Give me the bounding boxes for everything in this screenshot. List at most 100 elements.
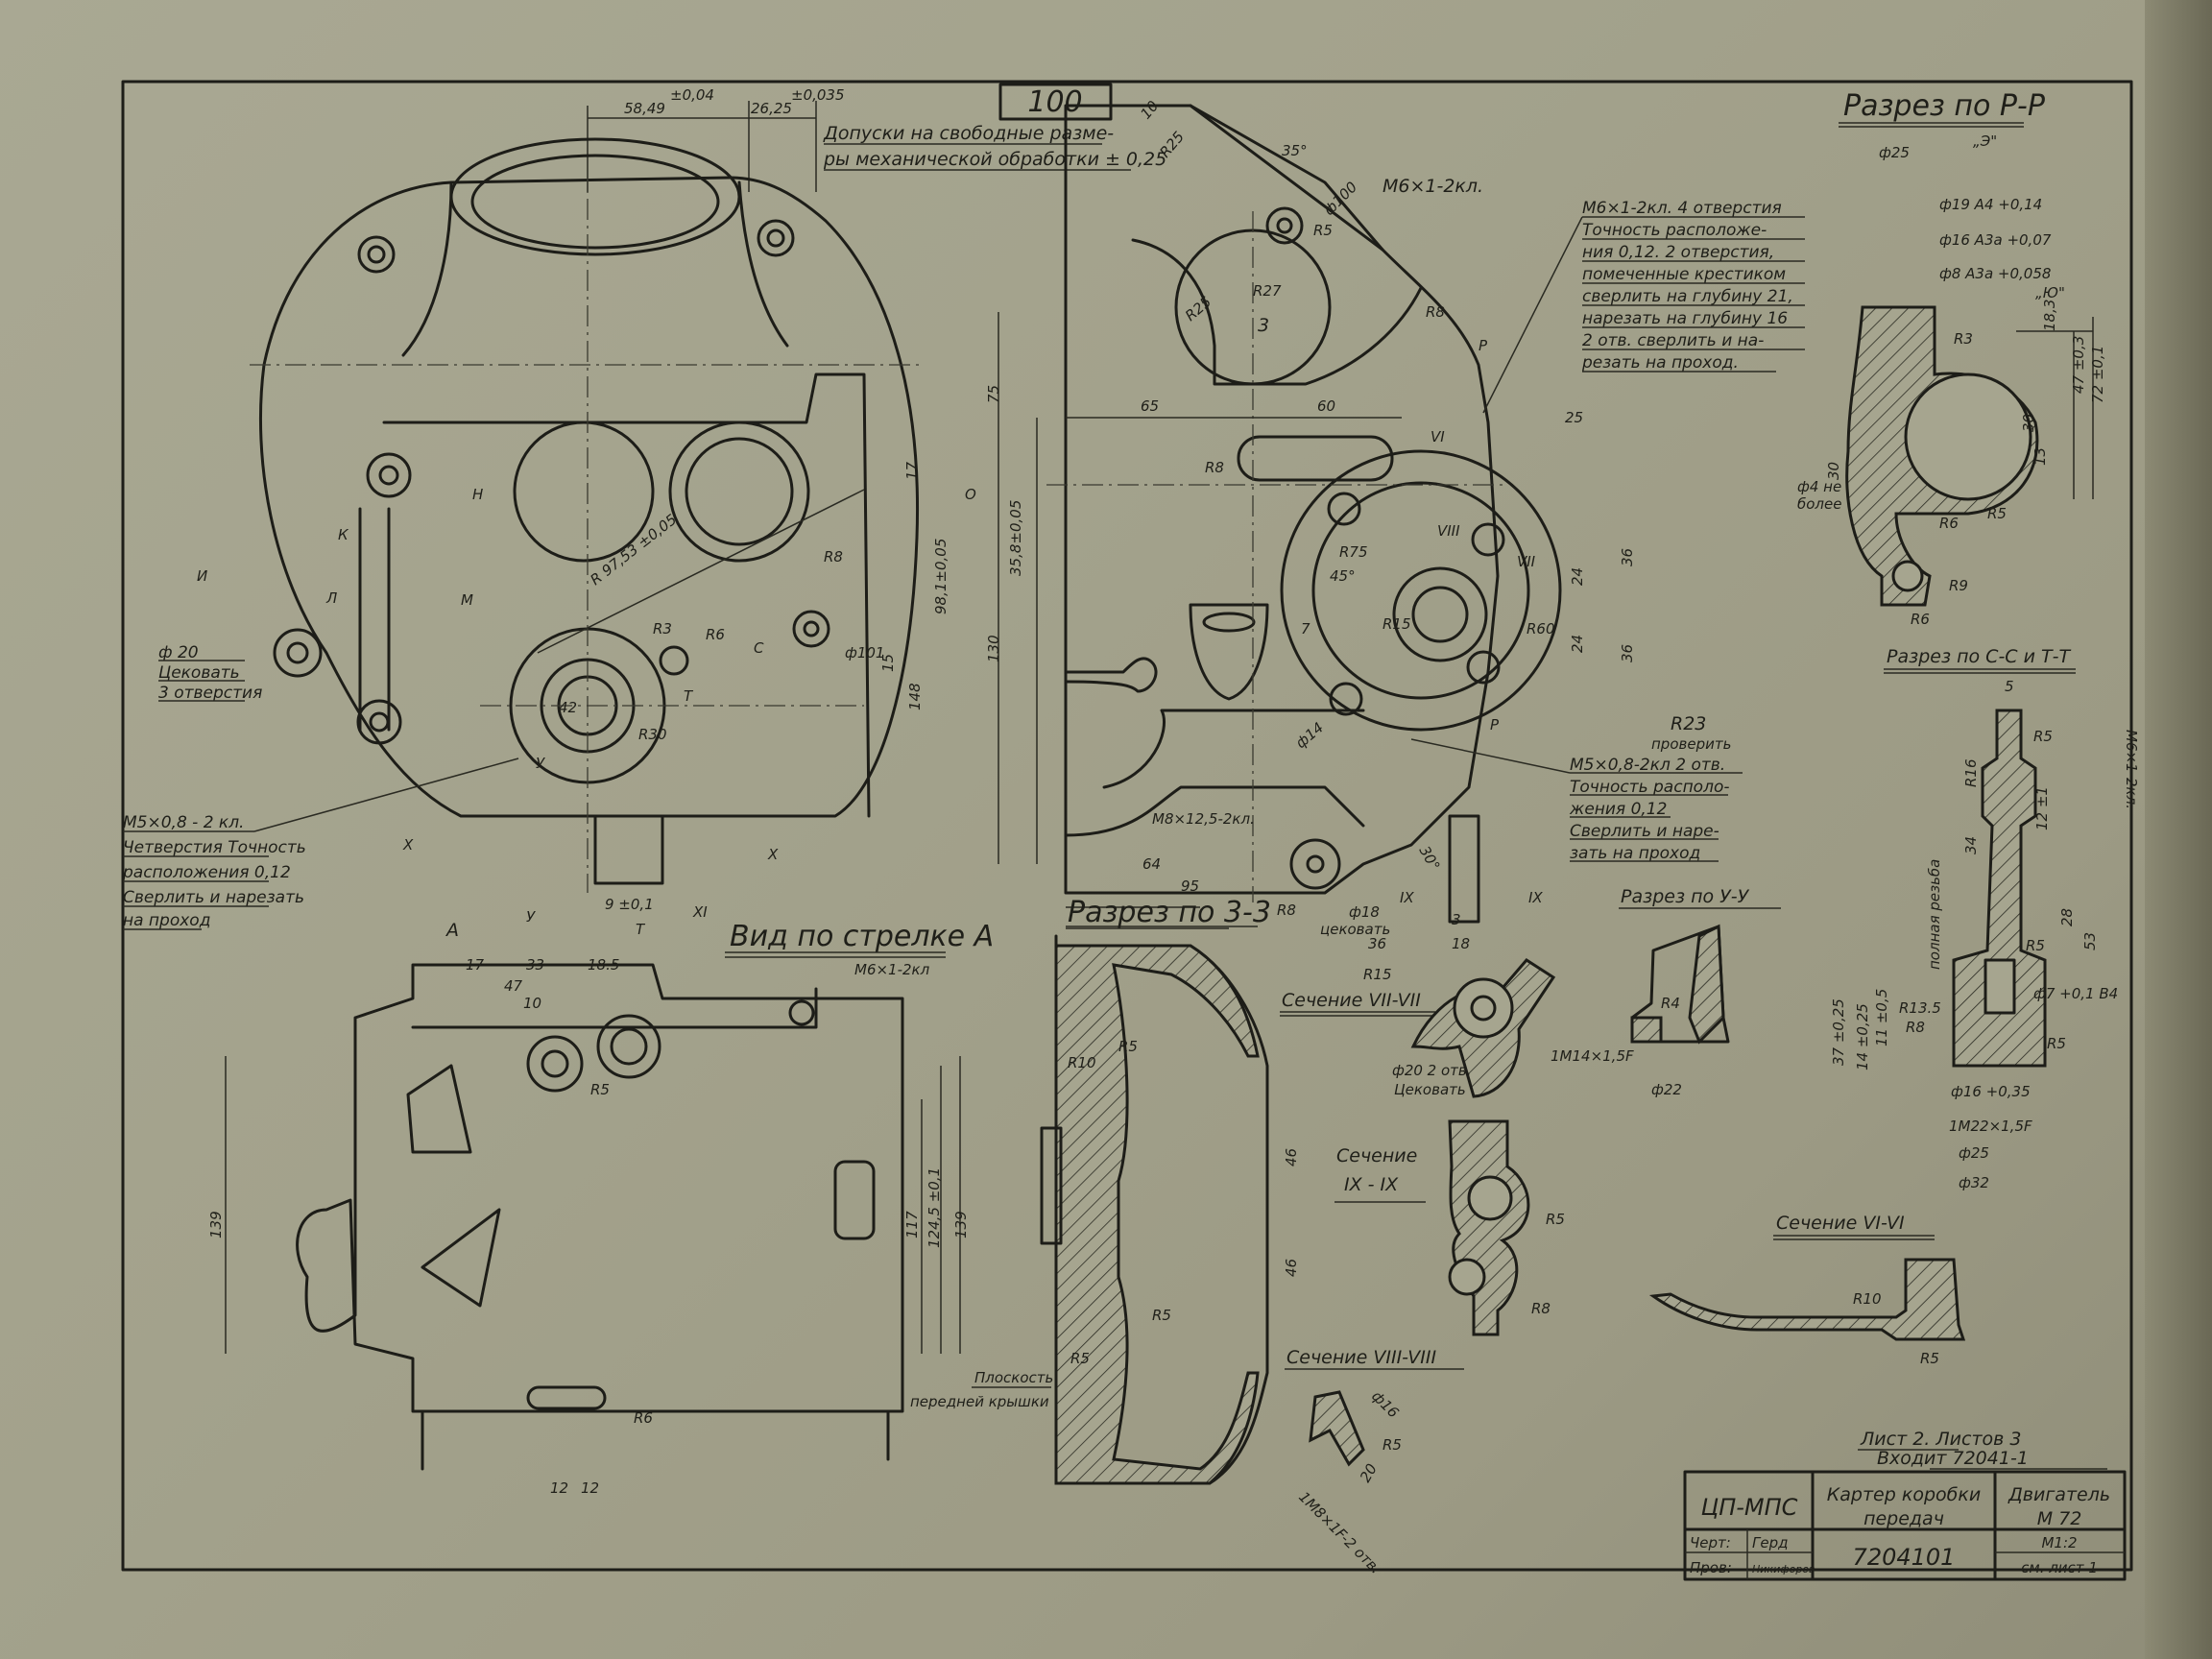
svg-text:„Э": „Э" [1973, 132, 1997, 150]
svg-text:30: 30 [1825, 462, 1842, 480]
svg-text:R3: R3 [1954, 330, 1973, 348]
svg-text:12: 12 [581, 1479, 599, 1497]
svg-text:148: 148 [906, 683, 924, 710]
svg-text:Т: Т [636, 921, 646, 938]
svg-text:Х: Х [402, 836, 414, 854]
svg-text:Входит 72041-1: Входит 72041-1 [1877, 1448, 2029, 1469]
svg-text:М6×1-2кл.: М6×1-2кл. [2123, 730, 2140, 809]
svg-text:35°: 35° [1282, 142, 1308, 159]
svg-text:1М22×1,5F: 1М22×1,5F [1949, 1118, 2032, 1135]
svg-text:VII: VII [1517, 553, 1536, 570]
svg-text:ф4 не: ф4 не [1797, 478, 1841, 495]
svg-text:VI: VI [1431, 428, 1445, 445]
svg-text:R10: R10 [1853, 1290, 1882, 1308]
svg-text:М6×1-2кл. 4 отверстия: М6×1-2кл. 4 отверстия [1582, 199, 1782, 218]
svg-text:ф22: ф22 [1651, 1081, 1682, 1098]
svg-text:ф16 А3а +0,07: ф16 А3а +0,07 [1939, 231, 2052, 249]
svg-text:Х: Х [767, 846, 779, 863]
svg-text:Сечение: Сечение [1336, 1145, 1417, 1166]
svg-text:37 ±0,25: 37 ±0,25 [1830, 998, 1847, 1066]
svg-text:резать на проход.: резать на проход. [1581, 353, 1739, 373]
svg-text:R23: R23 [1671, 713, 1706, 734]
svg-text:R 97,53 ±0,05: R 97,53 ±0,05 [587, 511, 680, 589]
svg-text:R6: R6 [634, 1409, 653, 1427]
svg-text:18,3: 18,3 [2041, 300, 2058, 331]
svg-text:Разрез по Р-Р: Разрез по Р-Р [1843, 89, 2046, 123]
svg-text:R5: R5 [1118, 1038, 1138, 1055]
svg-text:М8×12,5-2кл.: М8×12,5-2кл. [1152, 810, 1255, 828]
svg-text:проверить: проверить [1651, 735, 1731, 753]
svg-text:R6: R6 [1939, 515, 1959, 532]
svg-text:Сверлить и нарe-: Сверлить и нарe- [1570, 822, 1719, 841]
title-block: ЦП-МПС Картер коробки передач Двигатель … [1683, 1470, 2127, 1581]
tolerance-note: Допуски на свободные разме- ры механичес… [823, 123, 1166, 171]
svg-text:XI: XI [692, 903, 708, 921]
svg-text:R13.5: R13.5 [1899, 999, 1941, 1017]
svg-text:3 отверстия: 3 отверстия [158, 684, 262, 703]
svg-text:R8: R8 [1277, 902, 1296, 919]
svg-text:53: 53 [2081, 932, 2099, 950]
svg-text:нарезать на глубину 16: нарезать на глубину 16 [1582, 309, 1788, 328]
section-c-t: Разрез по С-С и Т-Т 5 R5 R16 34 12 ±1 28… [1830, 646, 2140, 1191]
svg-text:R8: R8 [1531, 1300, 1551, 1317]
svg-text:R9: R9 [1949, 577, 1968, 594]
svg-text:IX: IX [1528, 889, 1543, 906]
svg-text:R5: R5 [1070, 1350, 1090, 1367]
svg-text:ф8 А3а +0,058: ф8 А3а +0,058 [1939, 265, 2051, 282]
section-8-8: Сечение VIII-VIII ф16 R5 20 1М8×1F-2 отв… [1285, 1347, 1464, 1577]
svg-text:R16: R16 [1962, 758, 1980, 787]
section-6-6: Сечение VI-VI R10 R5 [1648, 1213, 1966, 1367]
svg-text:передней крышки: передней крышки [910, 1393, 1049, 1410]
svg-text:65: 65 [1141, 397, 1159, 415]
svg-text:36: 36 [1619, 644, 1636, 662]
svg-text:10: 10 [523, 995, 541, 1012]
svg-text:М 72: М 72 [2037, 1508, 2082, 1529]
svg-text:12 ±1: 12 ±1 [2033, 786, 2051, 830]
svg-text:М6×1-2кл: М6×1-2кл [854, 961, 930, 978]
svg-text:20: 20 [1357, 1460, 1381, 1485]
svg-text:Разрез по 3-3: Разрез по 3-3 [1068, 896, 1271, 929]
svg-text:R15: R15 [1382, 615, 1411, 633]
svg-text:R27: R27 [1253, 282, 1282, 300]
drawing-frame [121, 80, 2133, 1572]
svg-text:Плоскость: Плоскость [974, 1369, 1053, 1386]
svg-text:Сечение VI-VI: Сечение VI-VI [1776, 1213, 1905, 1234]
svg-text:С: С [754, 639, 764, 657]
section-7-7: Сечение VII-VII R15 ф20 2 отв. Цековать [1280, 958, 1556, 1098]
svg-text:10: 10 [1137, 97, 1162, 122]
svg-text:33: 33 [526, 956, 544, 974]
svg-text:100: 100 [1027, 85, 1082, 119]
svg-text:R8: R8 [1906, 1019, 1925, 1036]
svg-text:М5×0,8 - 2 кл.: М5×0,8 - 2 кл. [123, 813, 244, 832]
svg-text:17: 17 [466, 956, 485, 974]
svg-text:3: 3 [1452, 911, 1461, 928]
svg-text:VIII: VIII [1437, 522, 1460, 540]
svg-text:98,1±0,05: 98,1±0,05 [932, 539, 950, 614]
svg-text:R6: R6 [1911, 611, 1930, 628]
svg-text:Пров:: Пров: [1690, 1559, 1732, 1576]
svg-text:±0,035: ±0,035 [791, 86, 845, 104]
svg-text:25: 25 [1565, 409, 1583, 426]
svg-text:ния 0,12. 2 отверстия,: ния 0,12. 2 отверстия, [1582, 243, 1774, 262]
svg-text:5: 5 [2005, 678, 2014, 695]
svg-text:ф7 +0,1 В4: ф7 +0,1 В4 [2033, 985, 2118, 1002]
svg-text:7: 7 [1301, 620, 1310, 637]
svg-text:расположения 0,12: расположения 0,12 [122, 863, 291, 882]
svg-text:Четверстия Точность: Четверстия Точность [123, 838, 306, 857]
svg-text:45°: 45° [1330, 567, 1356, 585]
svg-text:жения 0,12: жения 0,12 [1569, 800, 1667, 819]
svg-text:Л: Л [325, 589, 337, 607]
svg-text:O: O [965, 486, 976, 503]
svg-text:Двигатель: Двигатель [2008, 1484, 2110, 1505]
svg-text:У: У [526, 908, 536, 926]
svg-text:±0,04: ±0,04 [670, 86, 714, 104]
svg-text:46: 46 [1283, 1148, 1300, 1166]
svg-text:Н: Н [472, 486, 483, 503]
svg-text:IX - IX: IX - IX [1344, 1174, 1399, 1195]
svg-text:полная резьба: полная резьба [1926, 859, 1943, 970]
svg-text:Черт:: Черт: [1690, 1534, 1731, 1551]
side-view: 35° 10 R25 ф100 М6×1-2кл. R5 R25 R27 3 R… [985, 97, 1636, 952]
svg-text:35,8±0,05: 35,8±0,05 [1007, 500, 1024, 576]
sheet-number-box: 100 [998, 83, 1113, 121]
svg-text:ф 20: ф 20 [158, 643, 199, 662]
